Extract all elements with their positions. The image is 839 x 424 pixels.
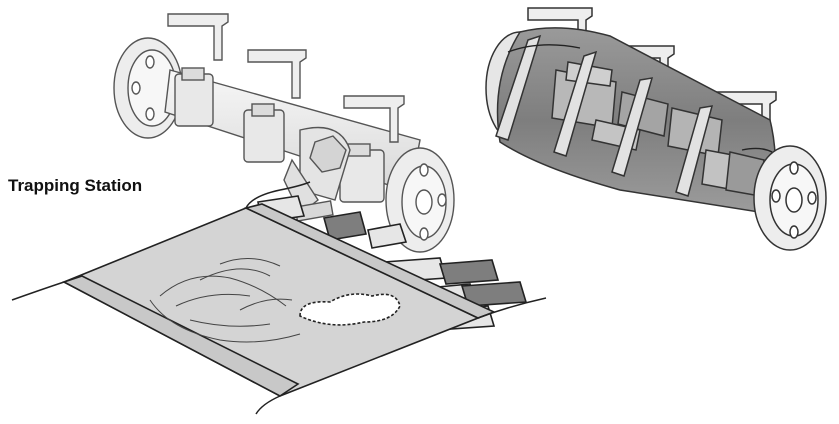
blanket-cutout [299, 293, 401, 326]
valve-handle-1 [167, 13, 229, 61]
jacket-straps [495, 34, 714, 197]
blanket-texture [149, 258, 301, 343]
valve-body-2 [243, 109, 285, 163]
bare-trapping-station [113, 13, 455, 253]
valve-handle-2 [247, 49, 307, 99]
jacket-lacing-wire [507, 44, 773, 153]
trapping-station-label: Trapping Station [8, 176, 143, 195]
right-flange [385, 147, 455, 253]
lacing-wires [11, 181, 547, 415]
insulated-trapping-station [485, 7, 827, 251]
valve-handle-3 [343, 95, 405, 143]
valve-body-1 [174, 73, 214, 127]
jacket-right-flange [753, 145, 827, 251]
strainer-body [283, 126, 351, 222]
insulation-blanket [11, 181, 547, 415]
